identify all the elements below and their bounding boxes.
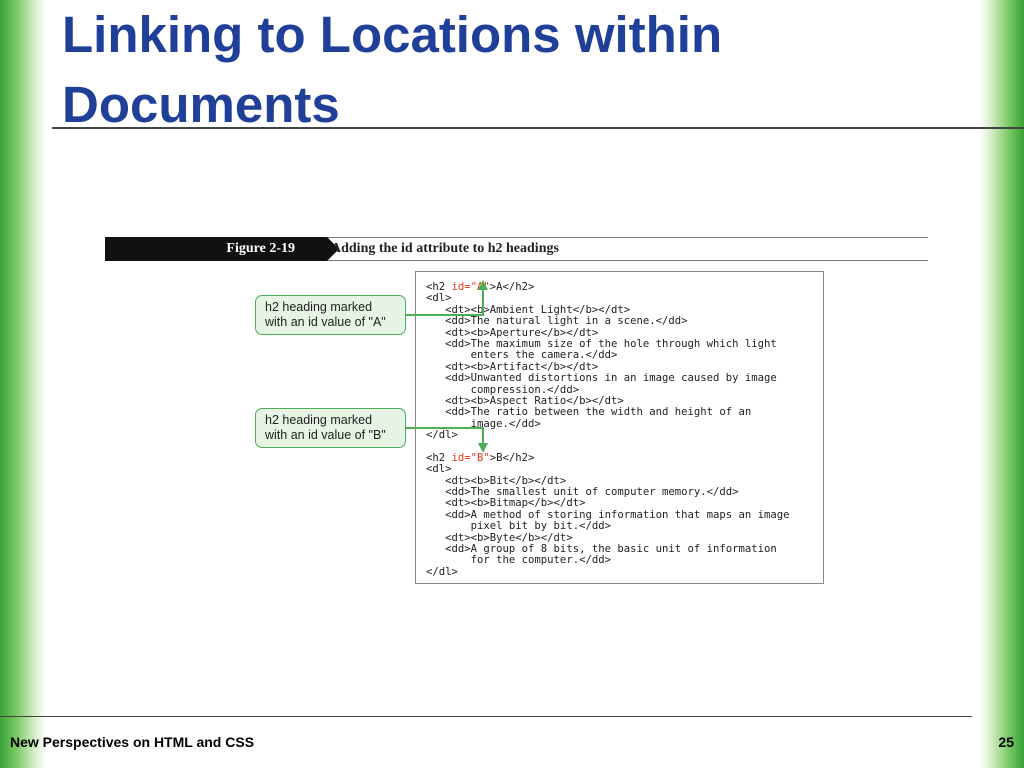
code-line: <dd>The natural light in a scene.</dd> bbox=[426, 315, 688, 328]
code-h2-a: <h2 id="A">A</h2> bbox=[426, 281, 823, 293]
code-line: image.</dd> bbox=[426, 417, 541, 430]
code-line: <dt><b>Artifact</b></dt> bbox=[426, 360, 599, 373]
callout-id-a-line1: h2 heading marked bbox=[265, 300, 373, 314]
code-line: <dd>A method of storing information that… bbox=[426, 508, 790, 521]
title-divider bbox=[52, 127, 1024, 129]
code-line: <dt><b>Bitmap</b></dt> bbox=[426, 497, 586, 510]
footer-text: New Perspectives on HTML and CSS bbox=[10, 734, 255, 750]
code-h2-a-id: id="A" bbox=[451, 281, 490, 293]
code-line: <dd>The maximum size of the hole through… bbox=[426, 338, 777, 351]
code-h2-b: <h2 id="B">B</h2> bbox=[426, 451, 823, 464]
callout-id-a-line2: with an id value of "A" bbox=[265, 315, 386, 329]
callout-id-a: h2 heading marked with an id value of "A… bbox=[255, 295, 406, 335]
callout-id-b-line1: h2 heading marked bbox=[265, 413, 373, 427]
code-line: <dd>A group of 8 bits, the basic unit of… bbox=[426, 542, 777, 555]
code-line: for the computer.</dd> bbox=[426, 554, 611, 567]
code-line: <dt><b>Aperture</b></dt> bbox=[426, 326, 599, 339]
code-h2-a-close: >A</h2> bbox=[489, 281, 535, 293]
figure-label-arrow bbox=[327, 237, 339, 261]
code-line: <dt><b>Byte</b></dt> bbox=[426, 531, 573, 544]
footer-divider bbox=[0, 716, 972, 717]
code-line: enters the camera.</dd> bbox=[426, 349, 618, 362]
slide-title: Linking to Locations within Documents bbox=[62, 6, 723, 133]
right-green-border bbox=[980, 0, 1024, 768]
code-h2-b-id: id="B" bbox=[451, 451, 490, 464]
code-line: <dd>The ratio between the width and heig… bbox=[426, 406, 752, 419]
figure-header-bottom-line bbox=[105, 260, 928, 261]
figure-header: Figure 2-19 Adding the id attribute to h… bbox=[105, 237, 928, 261]
callout-id-b-line2: with an id value of "B" bbox=[265, 428, 386, 442]
code-line: <dl> bbox=[426, 463, 452, 476]
code-line: </dl> bbox=[426, 429, 458, 442]
code-h2-b-close: >B</h2> bbox=[489, 451, 535, 464]
code-line: <dt><b>Aspect Ratio</b></dt> bbox=[426, 395, 624, 408]
code-line: compression.</dd> bbox=[426, 383, 580, 396]
figure-header-top-line bbox=[327, 237, 928, 238]
page-number: 25 bbox=[998, 734, 1014, 750]
figure-caption: Adding the id attribute to h2 headings bbox=[331, 241, 559, 256]
code-line: <dd>The smallest unit of computer memory… bbox=[426, 485, 739, 498]
callout-id-b: h2 heading marked with an id value of "B… bbox=[255, 408, 406, 448]
code-line: </dl> bbox=[426, 565, 458, 578]
code-line: <dt><b>Bit</b></dt> bbox=[426, 474, 567, 487]
figure-label: Figure 2-19 bbox=[105, 237, 327, 261]
code-listing: <h2 id="A">A</h2> <dl> <dt><b>Ambient Li… bbox=[415, 271, 824, 584]
code-line: pixel bit by bit.</dd> bbox=[426, 520, 611, 533]
code-h2-a-open: <h2 bbox=[426, 281, 452, 293]
code-h2-b-open: <h2 bbox=[426, 451, 452, 464]
left-green-border bbox=[0, 0, 46, 768]
code-line: <dd>Unwanted distortions in an image cau… bbox=[426, 372, 777, 385]
code-line: <dt><b>Ambient Light</b></dt> bbox=[426, 303, 631, 316]
